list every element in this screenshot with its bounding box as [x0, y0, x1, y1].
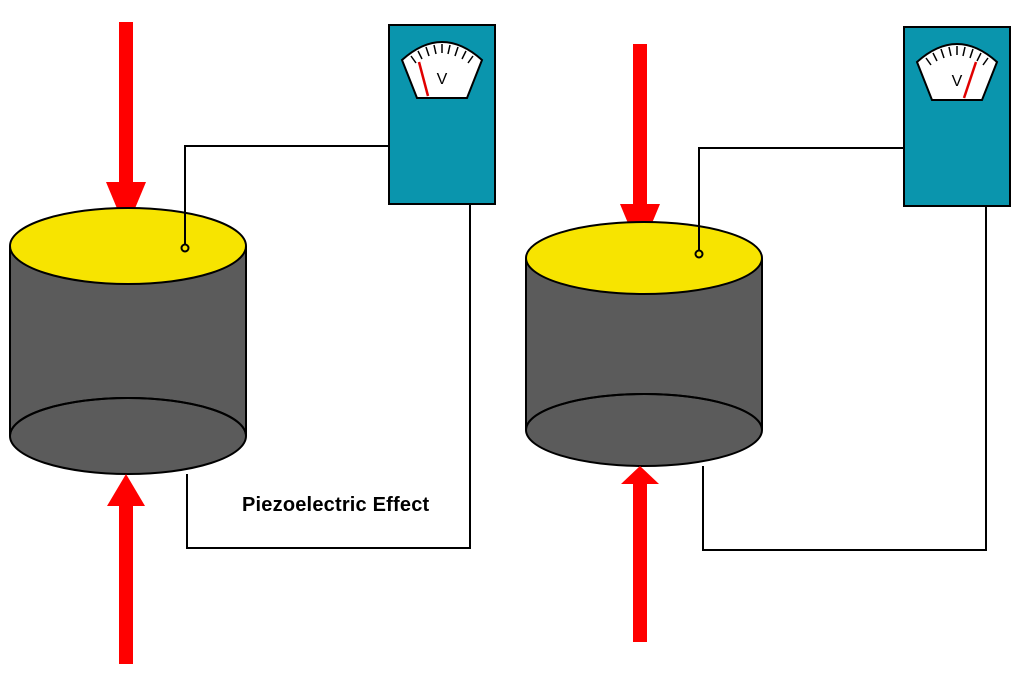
left-wires: [180, 141, 475, 549]
left-top-force-arrow: [106, 22, 146, 230]
right-top-force-arrow: [620, 44, 660, 252]
left-bottom-force-arrow: [107, 474, 145, 664]
left-voltmeter-unit-label: V: [437, 71, 448, 88]
right-voltmeter-unit-label: V: [952, 73, 963, 90]
left-cylinder-top-electrode: [9, 207, 247, 285]
right-piezo-cylinder: [525, 221, 763, 467]
right-voltmeter: [903, 26, 1011, 207]
left-piezo-cylinder: [9, 207, 247, 475]
left-assembly: [9, 22, 496, 664]
right-assembly: [525, 26, 1011, 642]
right-voltmeter-needle: [962, 61, 978, 99]
right-bottom-force-arrow: [621, 466, 659, 642]
left-voltmeter: [388, 24, 496, 205]
left-voltmeter-needle: [417, 61, 430, 97]
right-cylinder-top-electrode: [525, 221, 763, 295]
diagram-caption: Piezoelectric Effect: [242, 494, 430, 516]
